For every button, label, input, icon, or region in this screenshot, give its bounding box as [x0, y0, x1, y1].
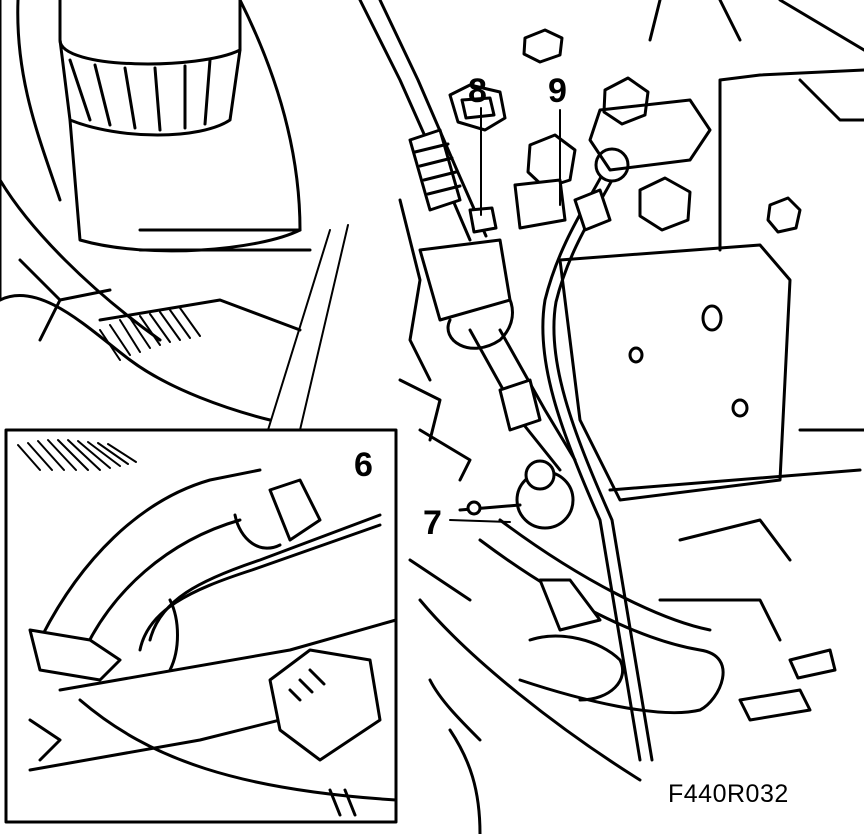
bolt-9: [513, 133, 577, 230]
inset-detail: [4, 224, 398, 824]
hatched-area-left: [99, 307, 201, 361]
callout-label-8: 8: [468, 72, 487, 110]
misc-structure: [398, 0, 792, 562]
callout-label-9: 9: [548, 72, 567, 110]
callout-label-6: 6: [354, 446, 373, 484]
bolts-upper-right: [522, 28, 802, 234]
leader-lines: [449, 107, 561, 523]
housing-plate: [558, 0, 864, 502]
hose-lower-right: [408, 518, 837, 834]
callout-label-7: 7: [423, 504, 442, 542]
bolt-8: [448, 83, 507, 234]
figure-code: F440R032: [668, 780, 789, 808]
shift-cable: [358, 0, 577, 530]
ground-wire: [541, 147, 654, 762]
engine-block-left: [0, 0, 312, 422]
